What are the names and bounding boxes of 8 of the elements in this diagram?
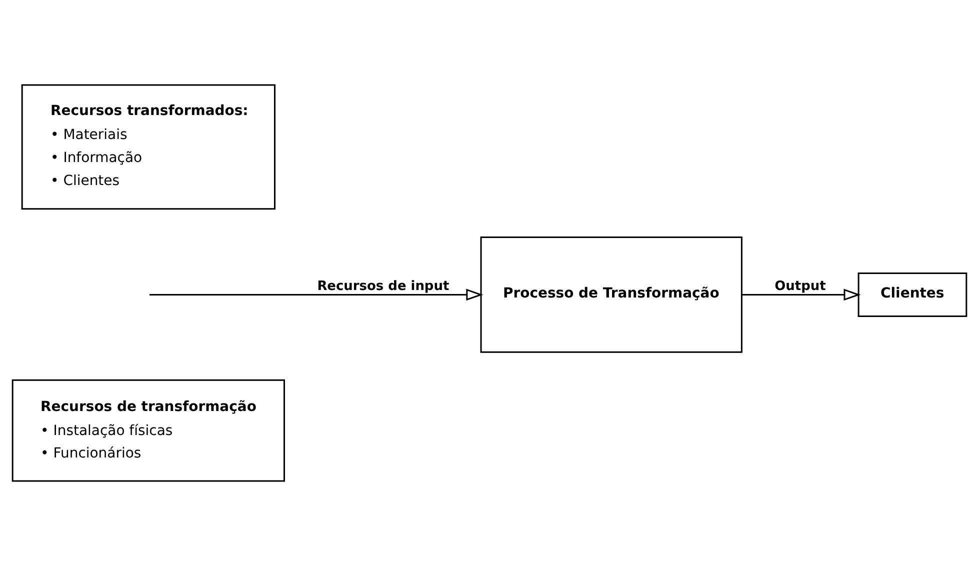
arrow [742, 288, 861, 300]
arrow [150, 288, 484, 300]
node-box: Clientes [858, 272, 968, 316]
node-box: Recursos transformados: • Materiais • Informação • Clientes [21, 84, 276, 210]
node-box: Processo de Transformação [480, 236, 742, 352]
node-box: Recursos de transformação • Instalação físicas • Funcionários [12, 378, 285, 482]
edge-label: Output [774, 278, 826, 294]
edge-label: Recursos de input [317, 278, 450, 294]
